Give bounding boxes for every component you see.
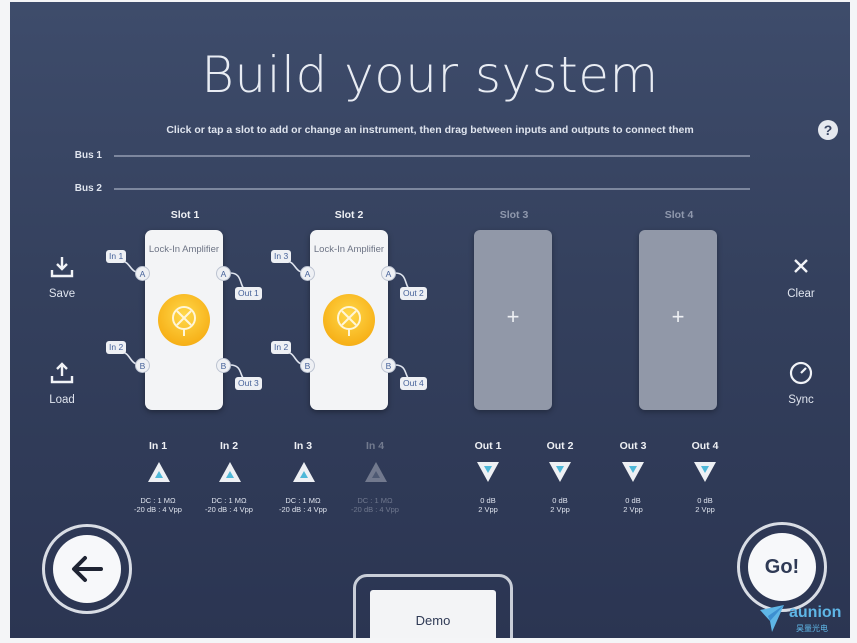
output-2-label: Out 2 bbox=[546, 440, 574, 452]
slot-2-out-bottom-tag[interactable]: Out 4 bbox=[400, 377, 427, 390]
back-button[interactable] bbox=[42, 524, 132, 614]
slot-3-empty[interactable]: + bbox=[474, 230, 552, 410]
instrument-name: Lock-In Amplifier bbox=[148, 244, 220, 255]
clear-button[interactable]: Clear bbox=[787, 288, 815, 300]
save-icon[interactable] bbox=[27, 254, 97, 286]
load-button[interactable]: Load bbox=[49, 394, 75, 406]
close-icon[interactable] bbox=[766, 256, 836, 282]
page-title: Build your system bbox=[201, 46, 659, 104]
slot-1-instrument[interactable]: Lock-In Amplifier bbox=[145, 230, 223, 410]
input-4-spec: DC : 1 MΩ-20 dB : 4 Vpp bbox=[351, 496, 399, 514]
slot-1-in-bottom-tag[interactable]: In 2 bbox=[106, 341, 127, 354]
slot-2-out-top-tag[interactable]: Out 2 bbox=[400, 287, 427, 300]
watermark-sub: 昊量光电 bbox=[796, 624, 828, 633]
slot-2-port-a-in[interactable]: A bbox=[300, 266, 315, 281]
input-3-spec: DC : 1 MΩ-20 dB : 4 Vpp bbox=[279, 496, 327, 514]
slot-2-port-b-in[interactable]: B bbox=[300, 358, 315, 373]
save-button[interactable]: Save bbox=[48, 288, 76, 300]
input-2-label: In 2 bbox=[219, 440, 239, 452]
slot-1-port-a-in[interactable]: A bbox=[135, 266, 150, 281]
app-window: Build your system Click or tap a slot to… bbox=[10, 2, 850, 638]
input-1-triangle-icon[interactable] bbox=[146, 460, 172, 484]
slot-4-title: Slot 4 bbox=[664, 209, 694, 221]
slot-1-out-top-tag[interactable]: Out 1 bbox=[235, 287, 262, 300]
input-4-triangle-icon bbox=[363, 460, 389, 484]
help-icon[interactable]: ? bbox=[818, 120, 838, 140]
output-3-triangle-icon[interactable] bbox=[620, 460, 646, 484]
slot-2-port-b-out[interactable]: B bbox=[381, 358, 396, 373]
load-icon[interactable] bbox=[27, 360, 97, 392]
slot-2-instrument[interactable]: Lock-In Amplifier bbox=[310, 230, 388, 410]
connection-wires bbox=[119, 260, 418, 383]
sync-gauge-icon[interactable] bbox=[766, 360, 836, 392]
input-2-spec: DC : 1 MΩ-20 dB : 4 Vpp bbox=[205, 496, 253, 514]
input-2-triangle-icon[interactable] bbox=[217, 460, 243, 484]
watermark-brand: aunion bbox=[789, 604, 842, 621]
instructions-text: Click or tap a slot to add or change an … bbox=[166, 124, 694, 136]
slot-2-title: Slot 2 bbox=[334, 209, 364, 221]
input-3-label: In 3 bbox=[293, 440, 313, 452]
slot-4-empty[interactable]: + bbox=[639, 230, 717, 410]
slot-1-port-b-out[interactable]: B bbox=[216, 358, 231, 373]
demo-button[interactable]: Demo bbox=[370, 590, 496, 638]
output-4-label: Out 4 bbox=[691, 440, 719, 452]
slot-1-port-a-out[interactable]: A bbox=[216, 266, 231, 281]
bus-1-line[interactable] bbox=[114, 155, 750, 157]
lock-in-amplifier-icon bbox=[323, 294, 375, 346]
sync-button[interactable]: Sync bbox=[788, 394, 814, 406]
output-3-label: Out 3 bbox=[619, 440, 647, 452]
output-4-triangle-icon[interactable] bbox=[692, 460, 718, 484]
output-1-label: Out 1 bbox=[474, 440, 502, 452]
slot-1-port-b-in[interactable]: B bbox=[135, 358, 150, 373]
demo-frame bbox=[353, 574, 513, 638]
slot-1-in-top-tag[interactable]: In 1 bbox=[106, 250, 127, 263]
slot-2-in-top-tag[interactable]: In 3 bbox=[271, 250, 292, 263]
slot-2-port-a-out[interactable]: A bbox=[381, 266, 396, 281]
go-button[interactable]: Go! bbox=[737, 522, 827, 612]
input-1-label: In 1 bbox=[148, 440, 168, 452]
slot-1-title: Slot 1 bbox=[170, 209, 200, 221]
arrow-left-icon bbox=[53, 535, 121, 603]
bus-2-line[interactable] bbox=[114, 188, 750, 190]
go-label: Go! bbox=[748, 533, 816, 601]
output-1-triangle-icon[interactable] bbox=[475, 460, 501, 484]
add-instrument-icon: + bbox=[671, 304, 685, 329]
add-instrument-icon: + bbox=[506, 304, 520, 329]
input-4-label: In 4 bbox=[365, 440, 385, 452]
bus-1-label: Bus 1 bbox=[74, 150, 102, 161]
slot-3-title: Slot 3 bbox=[499, 209, 529, 221]
slot-2-in-bottom-tag[interactable]: In 2 bbox=[271, 341, 292, 354]
output-2-triangle-icon[interactable] bbox=[547, 460, 573, 484]
instrument-name: Lock-In Amplifier bbox=[313, 244, 385, 255]
slot-1-out-bottom-tag[interactable]: Out 3 bbox=[235, 377, 262, 390]
aunion-watermark-logo bbox=[758, 602, 850, 638]
bus-2-label: Bus 2 bbox=[74, 183, 102, 194]
input-3-triangle-icon[interactable] bbox=[291, 460, 317, 484]
input-1-spec: DC : 1 MΩ-20 dB : 4 Vpp bbox=[134, 496, 182, 514]
lock-in-amplifier-icon bbox=[158, 294, 210, 346]
